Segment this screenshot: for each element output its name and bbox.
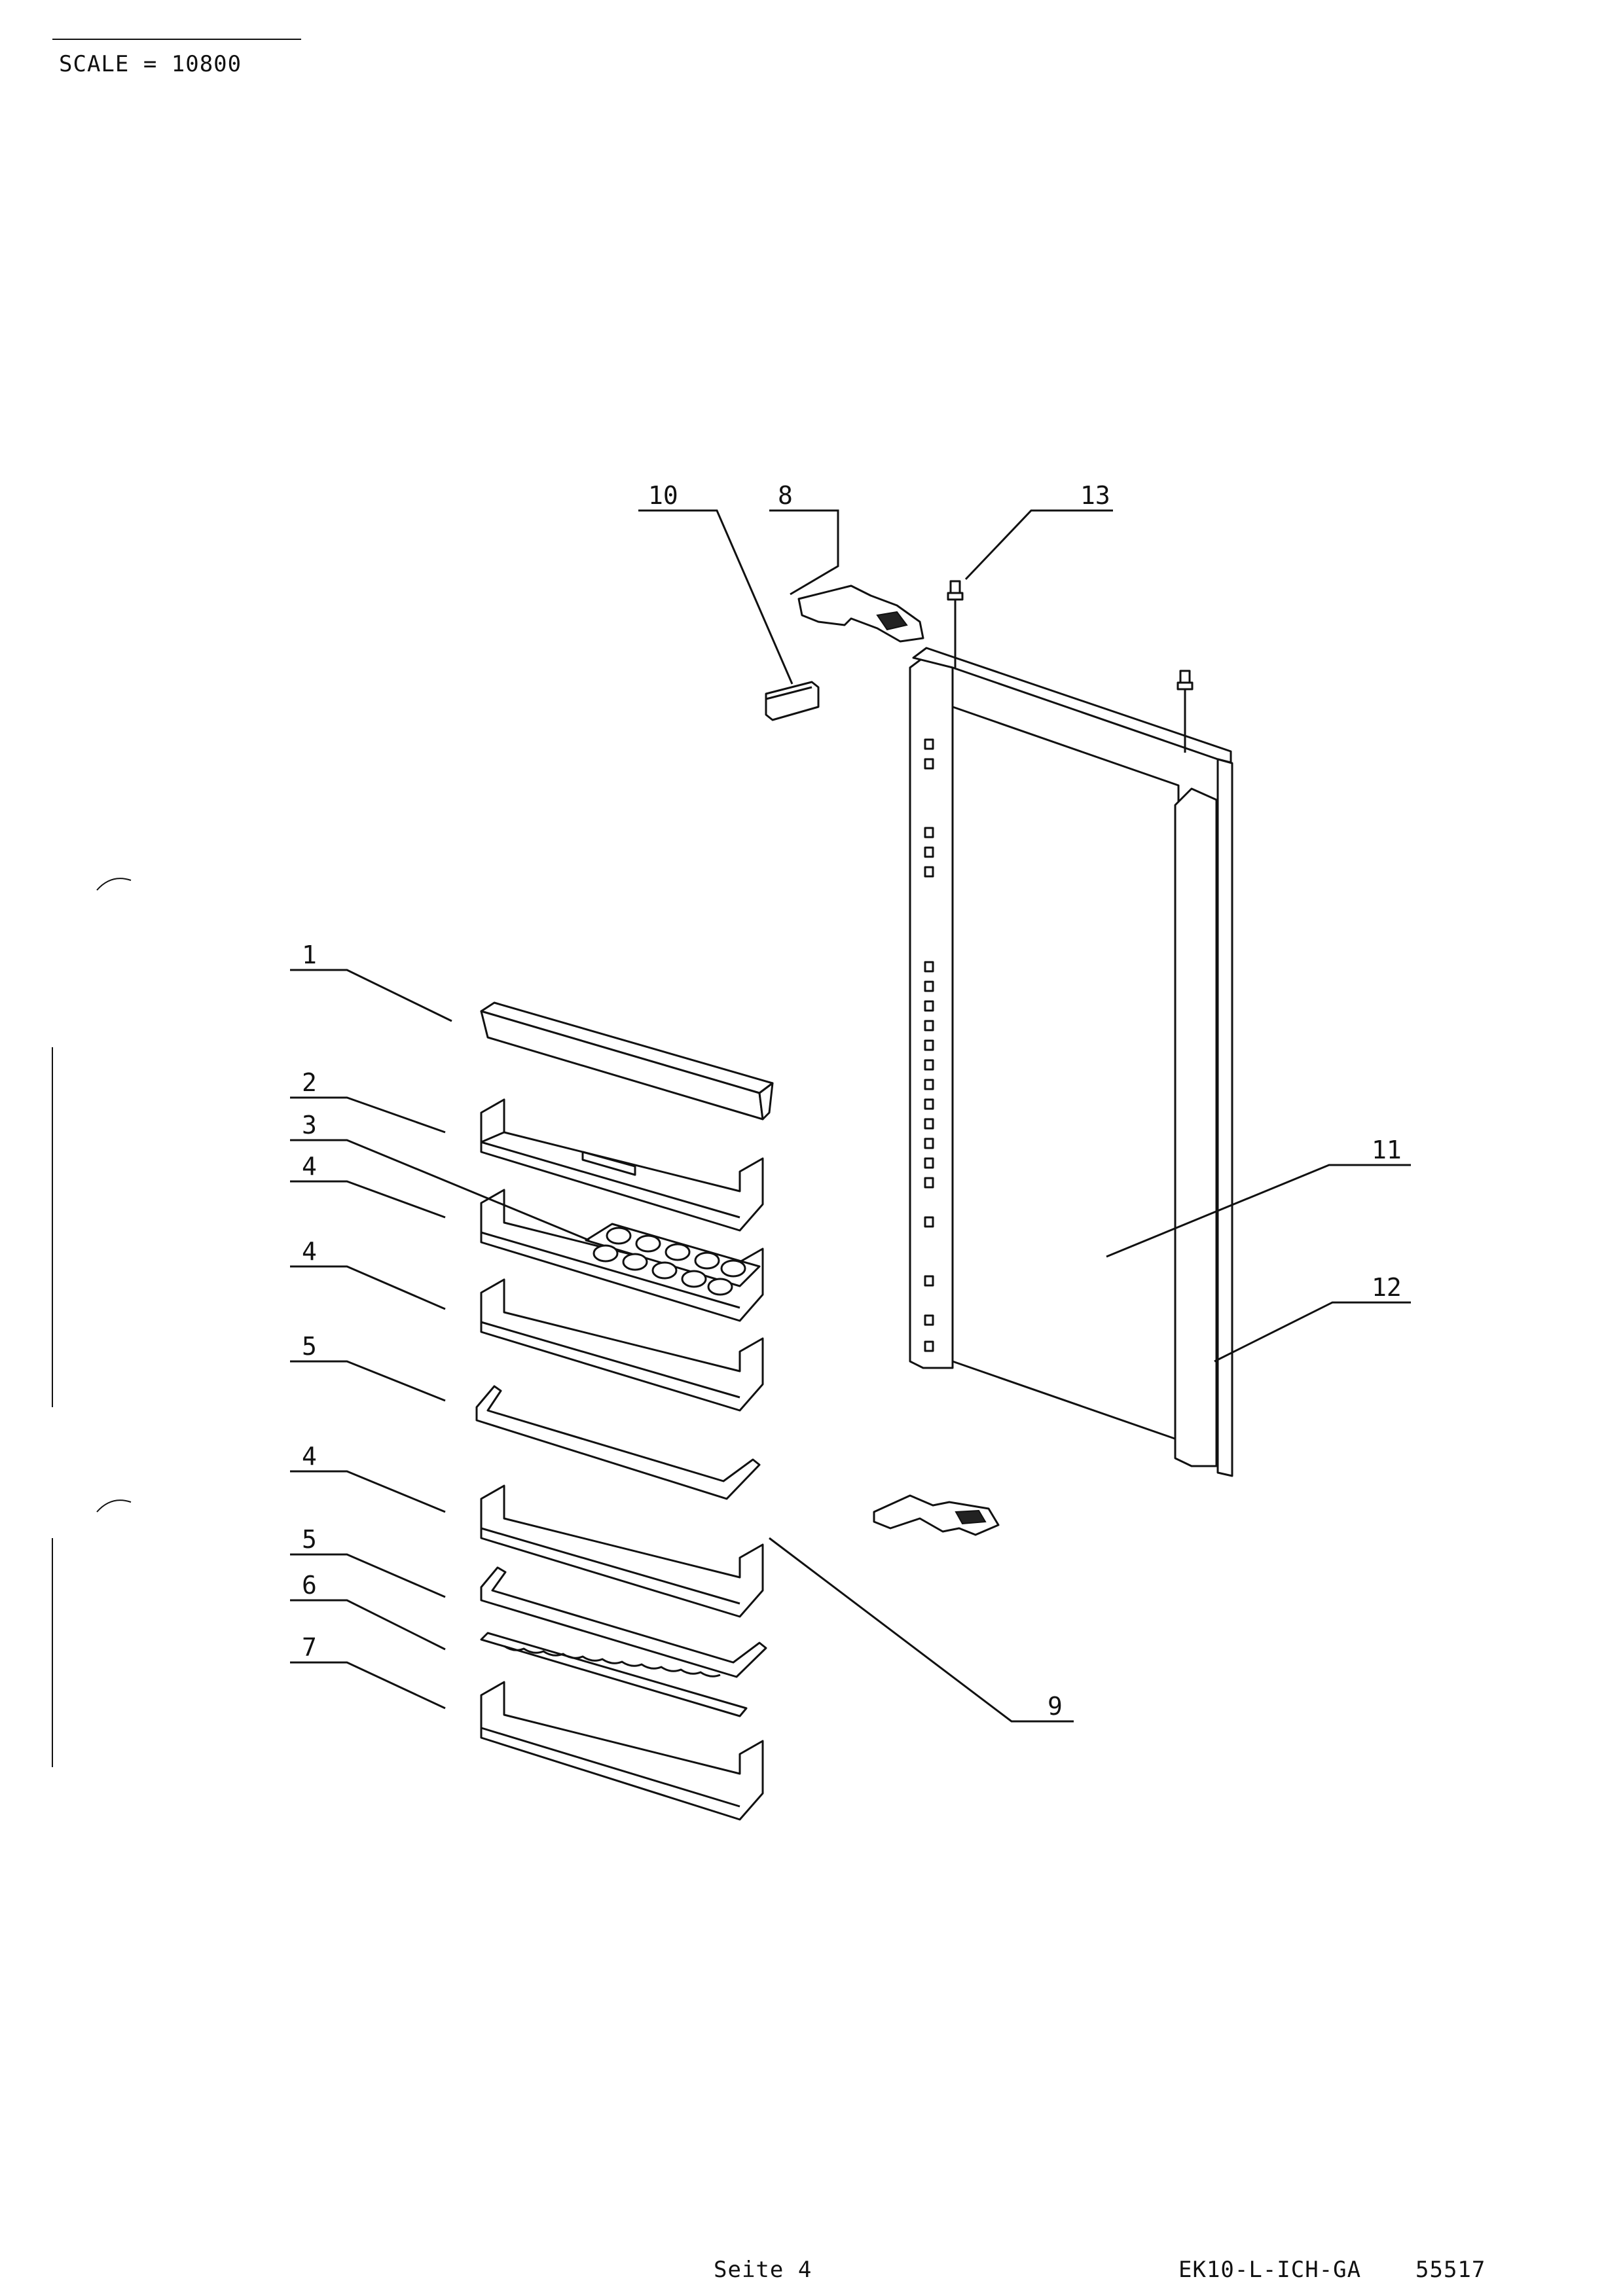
punch-mark [96,1499,132,1513]
spacer-block [765,681,820,721]
bottle-rail-5b [480,1566,767,1678]
callout-10: 10 [648,481,678,510]
bottle-holder [480,1632,748,1717]
punch-mark [96,878,132,891]
leader-lines [290,509,1411,1723]
callout-2: 2 [302,1068,317,1097]
callout-5: 5 [302,1525,317,1554]
callout-9: 9 [1048,1692,1063,1721]
callout-4: 4 [302,1152,317,1181]
model-code: EK10-L-ICH-GA [1178,2257,1362,2283]
door-shelf-4b [480,1484,764,1618]
door-shelf-4a [480,1278,764,1412]
callout-4: 4 [302,1237,317,1266]
callout-4: 4 [302,1442,317,1471]
callout-8: 8 [778,481,793,510]
bottle-rail-5a [475,1385,761,1500]
scale-label: SCALE = 10800 [59,51,242,77]
rack-lid [480,1001,774,1121]
callout-5: 5 [302,1332,317,1361]
page-number: Seite 4 [714,2257,812,2283]
door-slots [924,738,934,1352]
top-hinge [797,584,924,643]
callout-1: 1 [302,941,317,969]
callout-7: 7 [302,1633,317,1662]
screw [947,580,964,668]
callout-11: 11 [1372,1136,1402,1164]
callout-6: 6 [302,1571,317,1600]
document-number: 55517 [1415,2257,1486,2283]
callout-12: 12 [1372,1273,1402,1302]
door-panel [909,647,1233,1477]
callout-3: 3 [302,1111,317,1139]
callout-13: 13 [1080,481,1110,510]
door-shelf-2 [480,1098,764,1232]
screw [1176,670,1194,753]
bottle-shelf [480,1681,764,1821]
egg-tray [585,1223,761,1296]
bottom-hinge [873,1494,1000,1536]
door-shelf-egg [480,1189,764,1322]
